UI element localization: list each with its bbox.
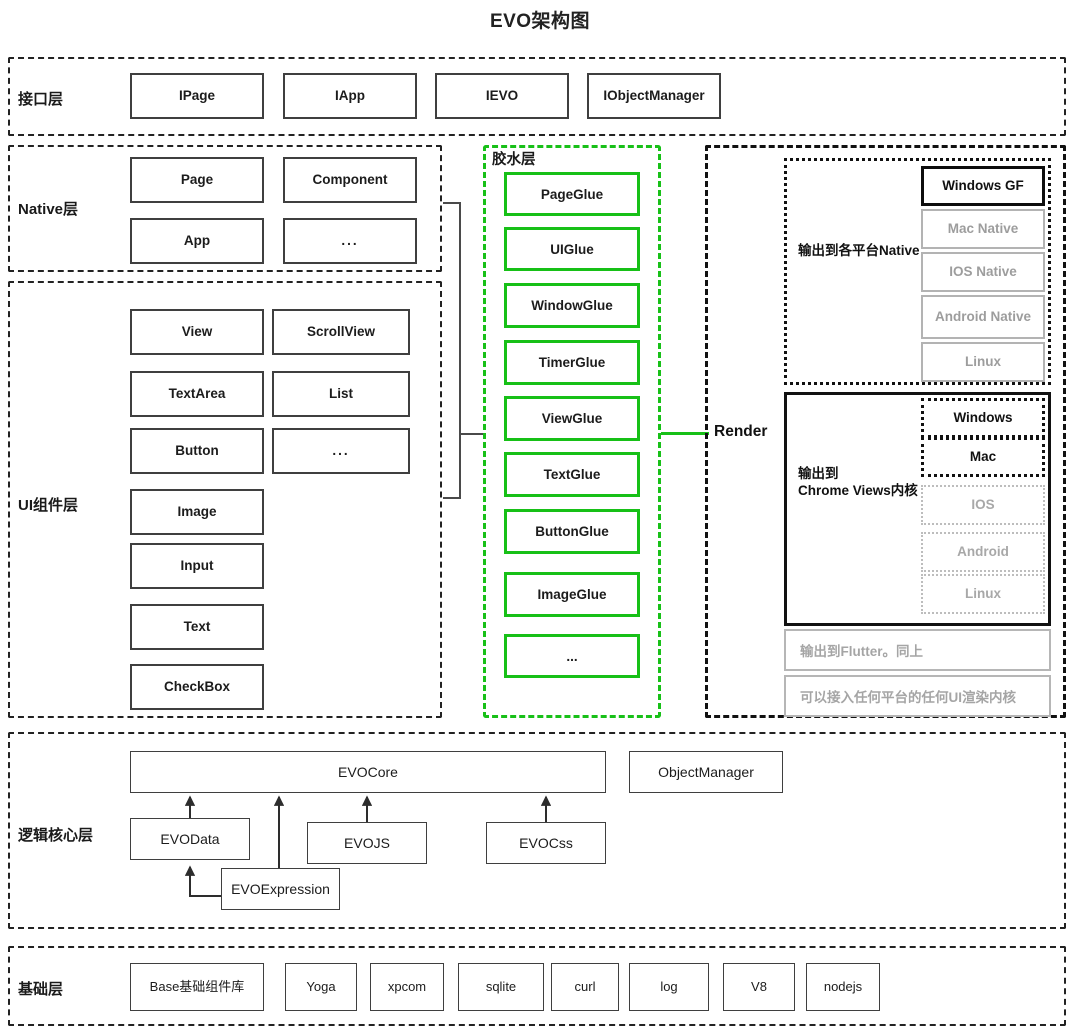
node-objectmanager[interactable]: ObjectManager bbox=[629, 751, 783, 793]
node-checkbox[interactable]: CheckBox bbox=[130, 664, 264, 710]
layer-logic-core-label: 逻辑核心层 bbox=[18, 827, 94, 844]
layer-ui-components-label: UI组件层 bbox=[18, 497, 79, 514]
layer-render-label: Render bbox=[714, 423, 768, 440]
platform-windows-gf[interactable]: Windows GF bbox=[921, 166, 1045, 206]
node-log[interactable]: log bbox=[629, 963, 709, 1011]
layer-native bbox=[8, 145, 442, 272]
node-evoexpression[interactable]: EVOExpression bbox=[221, 868, 340, 910]
platform-ios-native[interactable]: IOS Native bbox=[921, 252, 1045, 292]
node-text[interactable]: Text bbox=[130, 604, 264, 650]
node-component[interactable]: Component bbox=[283, 157, 417, 203]
node-evocss[interactable]: EVOCss bbox=[486, 822, 606, 864]
platform-android-chrome[interactable]: Android bbox=[921, 532, 1045, 572]
render-chrome-output-title: 输出到 Chrome Views内核 bbox=[798, 466, 918, 498]
node-page[interactable]: Page bbox=[130, 157, 264, 203]
platform-mac-native[interactable]: Mac Native bbox=[921, 209, 1045, 249]
layer-foundation bbox=[8, 946, 1066, 1026]
node-view[interactable]: View bbox=[130, 309, 264, 355]
node-evodata[interactable]: EVOData bbox=[130, 818, 250, 860]
node-glue-more[interactable]: ... bbox=[504, 634, 640, 678]
node-v8[interactable]: V8 bbox=[723, 963, 795, 1011]
render-note-flutter[interactable]: 输出到Flutter。同上 bbox=[784, 629, 1051, 671]
node-list[interactable]: List bbox=[272, 371, 410, 417]
render-native-output-container bbox=[784, 158, 1051, 385]
layer-foundation-label: 基础层 bbox=[18, 981, 64, 998]
node-curl[interactable]: curl bbox=[551, 963, 619, 1011]
node-sqlite[interactable]: sqlite bbox=[458, 963, 544, 1011]
node-windowglue[interactable]: WindowGlue bbox=[504, 283, 640, 328]
node-native-more[interactable]: ... bbox=[283, 218, 417, 264]
layer-glue-label: 胶水层 bbox=[492, 152, 536, 168]
node-image[interactable]: Image bbox=[130, 489, 264, 535]
node-ievo[interactable]: IEVO bbox=[435, 73, 569, 119]
node-buttonglue[interactable]: ButtonGlue bbox=[504, 509, 640, 554]
node-evojs[interactable]: EVOJS bbox=[307, 822, 427, 864]
node-input[interactable]: Input bbox=[130, 543, 264, 589]
node-nodejs[interactable]: nodejs bbox=[806, 963, 880, 1011]
node-textglue[interactable]: TextGlue bbox=[504, 452, 640, 497]
node-yoga[interactable]: Yoga bbox=[285, 963, 357, 1011]
render-native-output-title: 输出到各平台Native bbox=[798, 243, 920, 258]
layer-interface-label: 接口层 bbox=[18, 91, 64, 108]
layer-interface bbox=[8, 57, 1066, 136]
platform-ios-chrome[interactable]: IOS bbox=[921, 485, 1045, 525]
connector-bracket-top bbox=[443, 202, 461, 204]
platform-mac-chrome[interactable]: Mac bbox=[921, 437, 1045, 477]
node-xpcom[interactable]: xpcom bbox=[370, 963, 444, 1011]
layer-logic-core bbox=[8, 732, 1066, 929]
layer-ui-components bbox=[8, 281, 442, 718]
render-note-any-platform[interactable]: 可以接入任何平台的任何UI渲染内核 bbox=[784, 675, 1051, 717]
page-title: EVO架构图 bbox=[489, 11, 591, 32]
node-viewglue[interactable]: ViewGlue bbox=[504, 396, 640, 441]
node-uiglue[interactable]: UIGlue bbox=[504, 227, 640, 271]
connector-bracket-vertical bbox=[459, 202, 461, 499]
platform-linux-native[interactable]: Linux bbox=[921, 342, 1045, 382]
node-timerglue[interactable]: TimerGlue bbox=[504, 340, 640, 385]
platform-windows-chrome[interactable]: Windows bbox=[921, 398, 1045, 438]
platform-android-native[interactable]: Android Native bbox=[921, 295, 1045, 339]
connector-bracket-bottom bbox=[443, 497, 461, 499]
layer-glue bbox=[483, 145, 661, 718]
layer-native-label: Native层 bbox=[18, 201, 79, 218]
connector-bracket-stub bbox=[459, 433, 485, 435]
node-iobjectmanager[interactable]: IObjectManager bbox=[587, 73, 721, 119]
node-base-library[interactable]: Base基础组件库 bbox=[130, 963, 264, 1011]
node-pageglue[interactable]: PageGlue bbox=[504, 172, 640, 216]
node-textarea[interactable]: TextArea bbox=[130, 371, 264, 417]
node-evocore[interactable]: EVOCore bbox=[130, 751, 606, 793]
node-ui-more[interactable]: ... bbox=[272, 428, 410, 474]
node-iapp[interactable]: IApp bbox=[283, 73, 417, 119]
node-scrollview[interactable]: ScrollView bbox=[272, 309, 410, 355]
node-imageglue[interactable]: ImageGlue bbox=[504, 572, 640, 617]
connector-glue-render bbox=[661, 432, 709, 435]
node-button[interactable]: Button bbox=[130, 428, 264, 474]
node-ipage[interactable]: IPage bbox=[130, 73, 264, 119]
node-app[interactable]: App bbox=[130, 218, 264, 264]
platform-linux-chrome[interactable]: Linux bbox=[921, 574, 1045, 614]
